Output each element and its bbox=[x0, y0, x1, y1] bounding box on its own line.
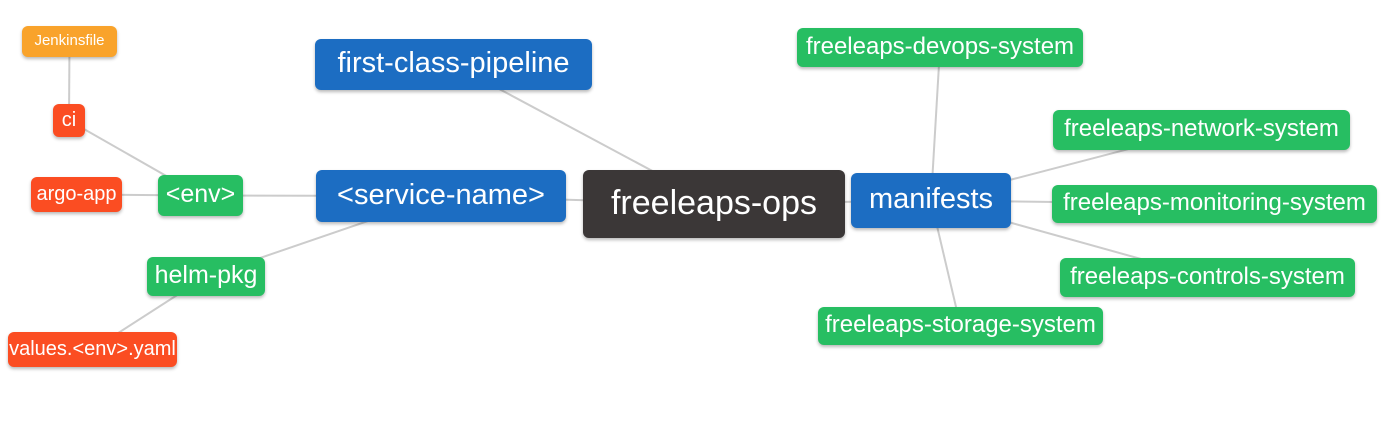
mindmap-node-pipeline[interactable]: first-class-pipeline bbox=[315, 39, 592, 90]
mindmap-node-controls[interactable]: freeleaps-controls-system bbox=[1060, 258, 1355, 297]
mindmap-node-storage[interactable]: freeleaps-storage-system bbox=[818, 307, 1103, 345]
mindmap-node-values[interactable]: values.<env>.yaml bbox=[8, 332, 177, 367]
node-label: Jenkinsfile bbox=[34, 32, 105, 49]
node-label: freeleaps-network-system bbox=[1064, 115, 1339, 142]
node-label: freeleaps-ops bbox=[610, 184, 817, 222]
node-label: <env> bbox=[165, 180, 236, 208]
node-label: manifests bbox=[868, 183, 994, 215]
node-label: values.<env>.yaml bbox=[9, 337, 176, 360]
mindmap-node-root[interactable]: freeleaps-ops bbox=[583, 170, 845, 238]
node-label: argo-app bbox=[36, 182, 117, 205]
node-label: freeleaps-controls-system bbox=[1070, 262, 1345, 290]
node-label: first-class-pipeline bbox=[337, 47, 570, 79]
node-label: freeleaps-storage-system bbox=[825, 311, 1096, 338]
mindmap-node-env[interactable]: <env> bbox=[158, 175, 243, 216]
mindmap-node-service[interactable]: <service-name> bbox=[316, 170, 566, 222]
node-label: helm-pkg bbox=[154, 261, 258, 289]
mindmap-node-helm_pkg[interactable]: helm-pkg bbox=[147, 257, 265, 296]
mindmap-node-manifests[interactable]: manifests bbox=[851, 173, 1011, 228]
node-label: ci bbox=[61, 108, 77, 131]
mindmap-node-ci[interactable]: ci bbox=[53, 104, 85, 137]
node-label: freeleaps-devops-system bbox=[805, 32, 1075, 60]
mindmap-node-network[interactable]: freeleaps-network-system bbox=[1053, 110, 1350, 150]
mindmap-node-jenkinsfile[interactable]: Jenkinsfile bbox=[22, 26, 117, 57]
node-label: <service-name> bbox=[337, 178, 545, 211]
mindmap-node-monitoring[interactable]: freeleaps-monitoring-system bbox=[1052, 185, 1377, 223]
mindmap-node-devops[interactable]: freeleaps-devops-system bbox=[797, 28, 1083, 67]
mindmap-node-argo_app[interactable]: argo-app bbox=[31, 177, 122, 212]
node-label: freeleaps-monitoring-system bbox=[1063, 189, 1366, 216]
